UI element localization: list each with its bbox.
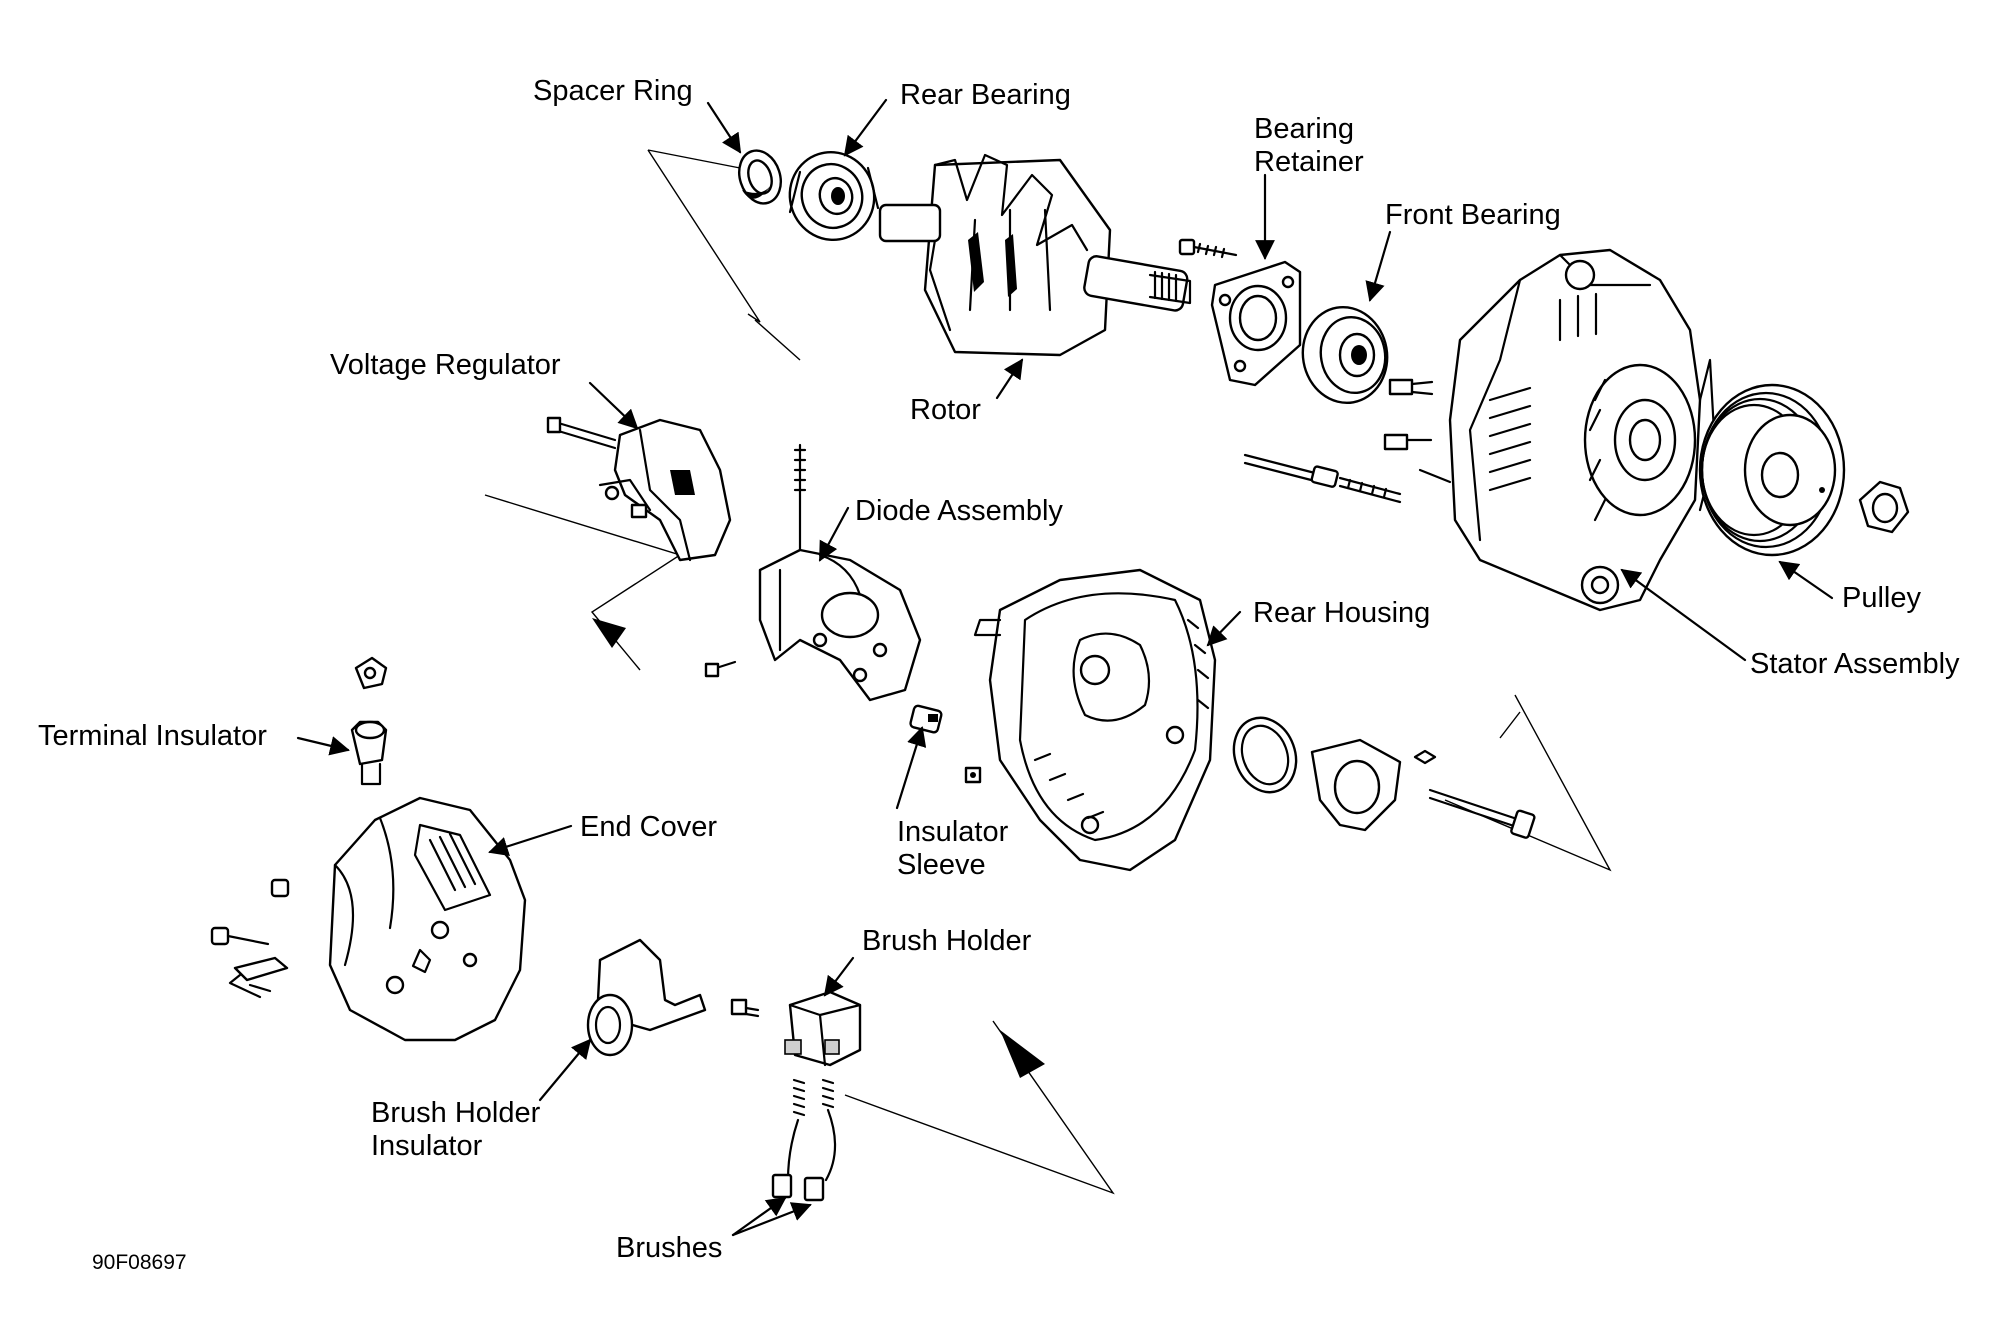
label-rear-bearing: Rear Bearing [900, 79, 1071, 111]
brush-holder-part [730, 990, 862, 1067]
label-pulley: Pulley [1842, 582, 1921, 614]
rear-housing-part [973, 568, 1217, 872]
arrowhead-icon [296, 736, 350, 756]
label-insulator-sleeve-2: Sleeve [897, 849, 986, 881]
end-cover-part [210, 796, 527, 1042]
insulator-sleeve-part [909, 704, 982, 784]
arrowhead-icon [1206, 610, 1242, 647]
front-bearing-part [1301, 305, 1389, 405]
arrowhead-icon [895, 726, 927, 810]
label-terminal-insulator: Terminal Insulator [38, 720, 267, 752]
figure-code: 90F08697 [92, 1251, 187, 1274]
label-voltage-regulator: Voltage Regulator [330, 349, 561, 381]
arrowhead-icon [538, 1038, 592, 1102]
arrowhead-icon [843, 98, 888, 157]
labels: Spacer Ring Rear Bearing Bearing Retaine… [38, 75, 1960, 1274]
brushes-part [771, 1078, 837, 1202]
label-bearing-retainer-1: Bearing [1254, 113, 1354, 145]
terminal-insulator-part [350, 656, 388, 786]
arrowhead-icon [995, 358, 1024, 400]
rotor-part [878, 153, 1192, 357]
label-bearing-retainer-2: Retainer [1254, 146, 1364, 178]
label-stator-assembly: Stator Assembly [1750, 648, 1960, 680]
rear-bearing-part [788, 150, 880, 242]
voltage-regulator-part [546, 416, 732, 562]
label-spacer-ring: Spacer Ring [533, 75, 693, 107]
arrowhead-icon [1620, 568, 1747, 662]
label-rotor: Rotor [910, 394, 981, 426]
label-brush-holder-insulator-2: Insulator [371, 1130, 483, 1162]
arrowhead-icon [706, 101, 742, 154]
arrowhead-icon [1778, 560, 1834, 600]
rear-seal-and-bracket [1232, 716, 1536, 839]
label-rear-housing: Rear Housing [1253, 597, 1430, 629]
arrowhead-icon [731, 1202, 812, 1237]
brush-holder-insulator-part [586, 938, 707, 1057]
leader-arrows [296, 98, 1834, 1237]
pulley-nut [1858, 480, 1910, 534]
retainer-screw [1178, 238, 1238, 259]
diode-assembly-part [704, 443, 922, 702]
label-insulator-sleeve-1: Insulator [897, 816, 1009, 848]
assembly-guide-lines [484, 149, 1612, 1195]
label-brushes: Brushes [616, 1232, 722, 1264]
label-brush-holder-insulator-1: Brush Holder [371, 1097, 541, 1129]
label-front-bearing: Front Bearing [1385, 199, 1561, 231]
arrowhead-icon [731, 1196, 787, 1237]
arrowhead-icon [588, 381, 639, 430]
label-end-cover: End Cover [580, 811, 717, 843]
label-brush-holder: Brush Holder [862, 925, 1032, 957]
through-bolts [1243, 378, 1452, 504]
arrowhead-icon [488, 824, 573, 856]
arrowhead-icon [823, 956, 855, 997]
stator-assembly-part [1448, 248, 1717, 612]
arrowhead-icon [1365, 230, 1392, 302]
label-diode-assembly: Diode Assembly [855, 495, 1063, 527]
arrowhead-icon [818, 506, 850, 562]
bearing-retainer-part [1210, 260, 1302, 387]
spacer-ring-part [738, 149, 782, 205]
pulley-part [1698, 383, 1846, 557]
